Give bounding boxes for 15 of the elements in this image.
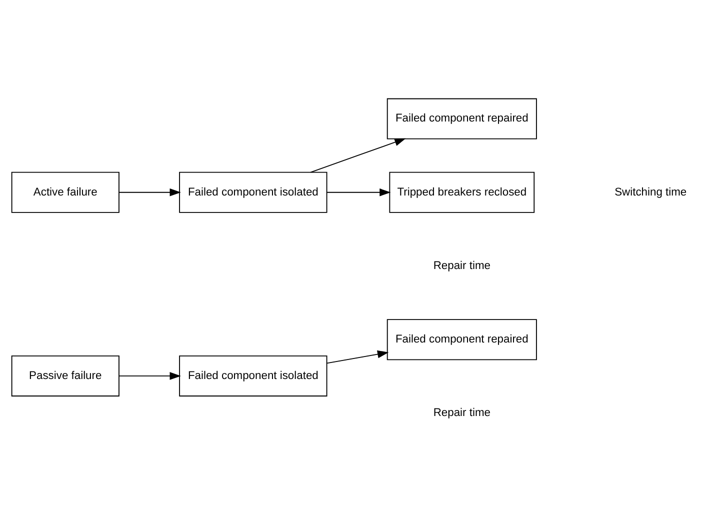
node-box: Passive failure: [11, 355, 120, 396]
arrow: [118, 372, 181, 380]
label: Repair time: [433, 260, 490, 272]
arrow: [118, 188, 181, 196]
node-box: Active failure: [11, 172, 120, 213]
label: Switching time: [614, 186, 687, 198]
arrow: [310, 138, 406, 173]
node-box: Tripped breakers reclosed: [389, 172, 535, 213]
arrow: [326, 350, 389, 364]
node-box: Failed component repaired: [386, 319, 537, 360]
arrow: [326, 188, 391, 196]
label: Repair time: [433, 407, 490, 420]
node-box: Failed component isolated: [179, 172, 328, 213]
node-box: Failed component isolated: [179, 355, 328, 396]
node-box: Failed component repaired: [386, 98, 537, 140]
